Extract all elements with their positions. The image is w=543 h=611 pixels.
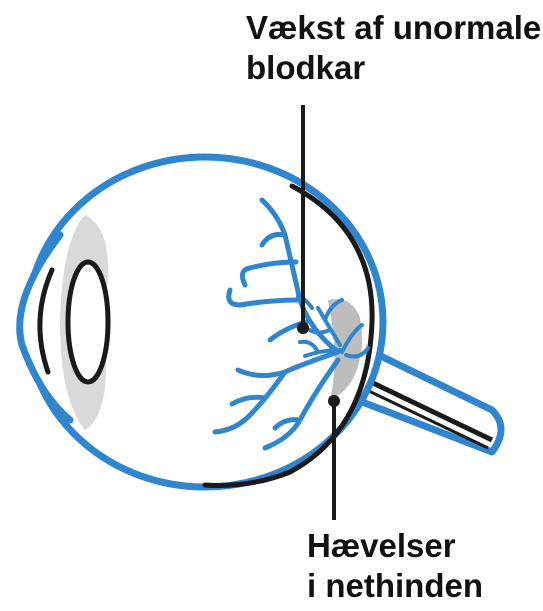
label-retinal-swelling-line2: i nethinden xyxy=(307,566,483,606)
label-abnormal-vessels-line1: Vækst af unormale xyxy=(246,8,541,48)
label-retinal-swelling-line1: Hævelser xyxy=(307,526,483,566)
label-abnormal-vessels: Vækst af unormale blodkar xyxy=(246,8,541,87)
label-retinal-swelling: Hævelser i nethinden xyxy=(307,526,483,605)
lens xyxy=(68,262,108,382)
label-abnormal-vessels-line2: blodkar xyxy=(246,48,541,88)
